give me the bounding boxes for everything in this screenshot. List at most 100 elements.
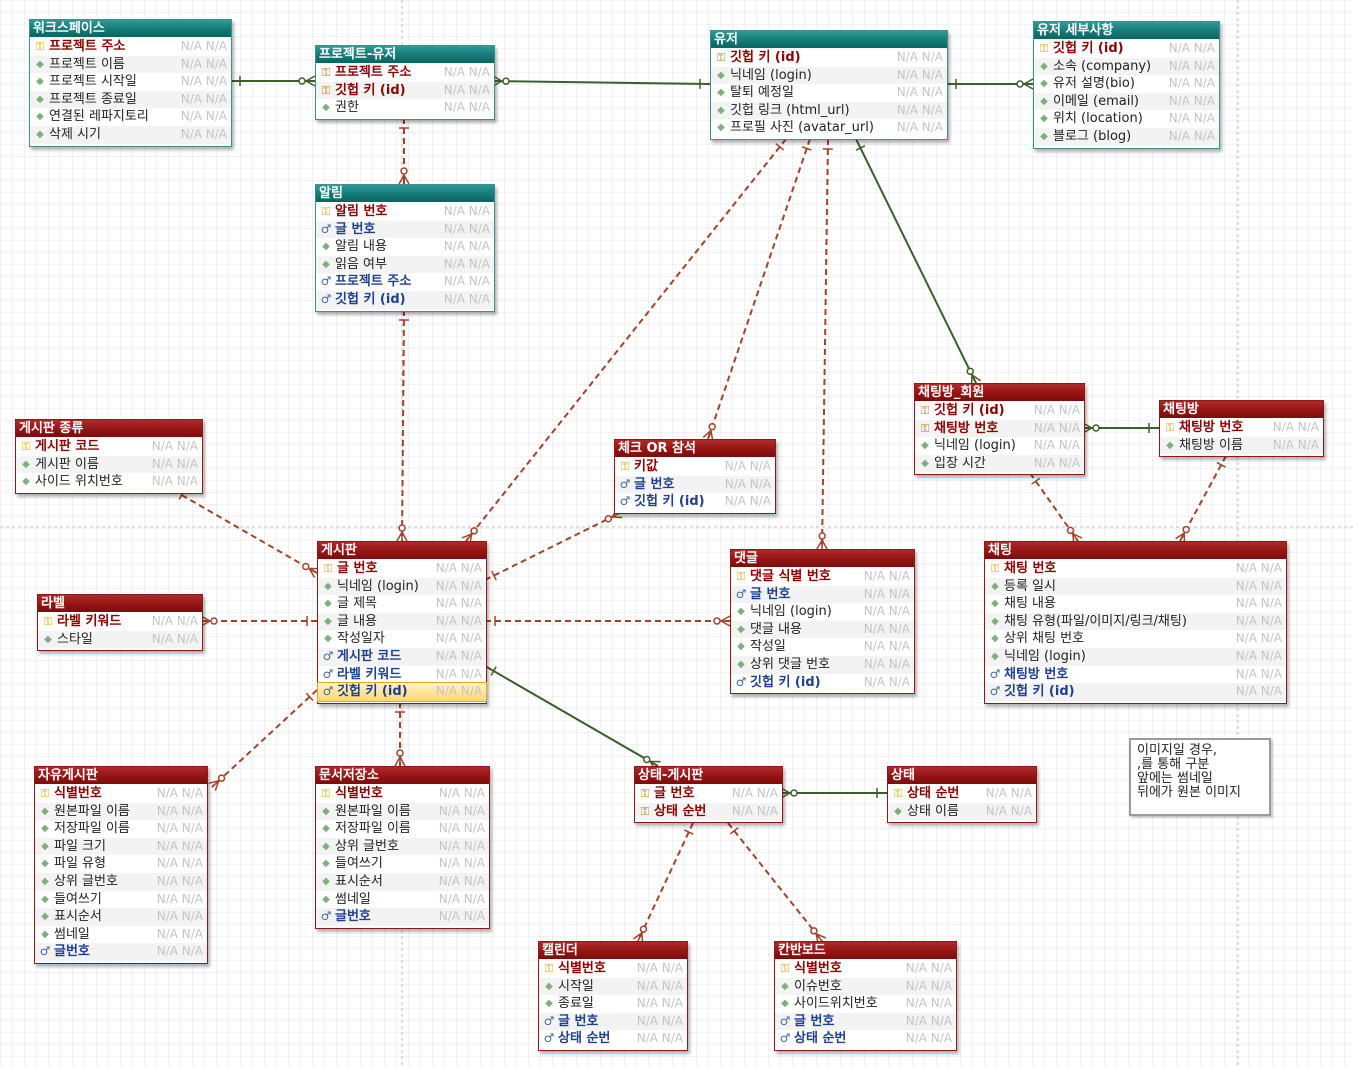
entity-title[interactable]: 댓글 xyxy=(731,550,914,567)
entity-title[interactable]: 채팅방 xyxy=(1160,401,1323,418)
attribute-row[interactable]: ◆위치 (location)N/A N/A xyxy=(1034,110,1219,128)
attribute-row[interactable]: ◆닉네임 (login)N/A N/A xyxy=(915,437,1084,455)
attribute-row[interactable]: ◆프로필 사진 (avatar_url)N/A N/A xyxy=(711,119,947,137)
entity-title[interactable]: 워크스페이스 xyxy=(30,20,231,37)
entity-title[interactable]: 채팅방_회원 xyxy=(915,384,1084,401)
attribute-row[interactable]: ♂깃헙 키 (id)N/A N/A xyxy=(615,493,775,511)
entity-title[interactable]: 라벨 xyxy=(38,595,202,612)
entity-title[interactable]: 칸반보드 xyxy=(775,942,956,959)
entity-title[interactable]: 프로젝트-유저 xyxy=(316,46,494,63)
attribute-row[interactable]: ◆소속 (company)N/A N/A xyxy=(1034,57,1219,76)
attribute-row[interactable]: ♂깃헙 키 (id)N/A N/A xyxy=(985,683,1286,701)
attribute-row[interactable]: ♂깃헙 키 (id)N/A N/A xyxy=(731,674,914,692)
entity-title[interactable]: 알림 xyxy=(316,185,494,202)
entity-title[interactable]: 체크 OR 참석 xyxy=(615,440,775,457)
entity-title[interactable]: 채팅 xyxy=(985,542,1286,559)
attribute-row[interactable]: ⚿깃헙 키 (id)N/A N/A xyxy=(1034,40,1219,58)
attribute-row[interactable]: ◆닉네임 (login)N/A N/A xyxy=(711,66,947,85)
attribute-row[interactable]: ◆유저 설명(bio)N/A N/A xyxy=(1034,75,1219,93)
attribute-row[interactable]: ◆닉네임 (login)N/A N/A xyxy=(318,577,486,596)
entity-title[interactable]: 유저 세부사항 xyxy=(1034,22,1219,39)
entity-title[interactable]: 게시판 xyxy=(318,542,486,559)
attribute-row[interactable]: ♂깃헙 키 (id)N/A N/A xyxy=(316,290,494,309)
attribute-row[interactable]: ⚿깃헙 키 (id)N/A N/A xyxy=(711,49,947,67)
entity-title[interactable]: 상태-게시판 xyxy=(635,767,782,784)
entity-title[interactable]: 상태 xyxy=(888,767,1036,784)
attribute-row[interactable]: ⚿깃헙 키 (id)N/A N/A xyxy=(915,402,1084,420)
attribute-row[interactable]: ◆블로그 (blog)N/A N/A xyxy=(1034,127,1219,146)
entity-title[interactable]: 자유게시판 xyxy=(35,767,207,784)
attribute-row[interactable]: ◆깃헙 링크 (html_url)N/A N/A xyxy=(711,101,947,120)
attribute-row[interactable]: ◆닉네임 (login)N/A N/A xyxy=(985,647,1286,666)
entity-title[interactable]: 유저 xyxy=(711,31,947,48)
entity-title[interactable]: 게시판 종류 xyxy=(16,420,202,437)
entity-title[interactable]: 문서저장소 xyxy=(316,767,489,784)
